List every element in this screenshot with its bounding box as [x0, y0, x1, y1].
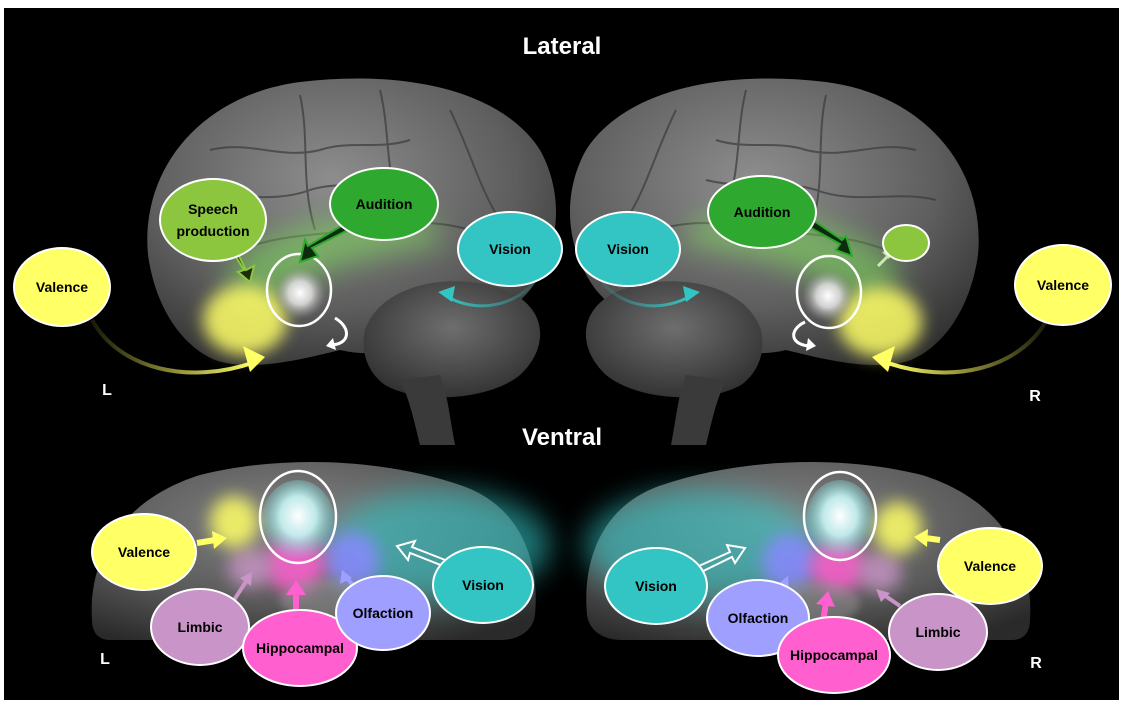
- brain-diagram: Valence Speech production Audition Visio…: [4, 8, 1119, 700]
- lateral-right-vision-label: Vision: [607, 241, 649, 257]
- ventral-left-vision-label: Vision: [462, 577, 504, 593]
- lateral-left-speech-node: Speech production: [160, 179, 266, 261]
- ventral-left-limbic-label: Limbic: [177, 619, 222, 635]
- lateral-left-speech-label-line1: Speech: [188, 201, 238, 217]
- lateral-left-speech-ellipse: [160, 179, 266, 261]
- ventral-left-hippocampal-label: Hippocampal: [256, 640, 344, 656]
- ventral-heading: Ventral: [522, 424, 602, 451]
- ventral-left-white-glow: [262, 480, 334, 560]
- ventral-right-hippocampal-node: Hippocampal: [778, 617, 890, 693]
- lateral-left-white-glow: [274, 267, 326, 319]
- lateral-right-speech-node: [883, 225, 929, 261]
- ventral-left-limbic-node: Limbic: [151, 589, 249, 665]
- ventral-right-yellow-glow: [874, 502, 922, 554]
- lateral-right-audition-node: Audition: [708, 176, 816, 248]
- lateral-left-side-letter: L: [102, 382, 112, 399]
- lateral-left-speech-label-line2: production: [176, 223, 249, 239]
- lateral-right-side-letter: R: [1029, 388, 1041, 405]
- lateral-left-audition-label: Audition: [356, 196, 413, 212]
- lateral-right-audition-label: Audition: [734, 204, 791, 220]
- ventral-left-valence-label: Valence: [118, 544, 170, 560]
- ventral-left-olfaction-label: Olfaction: [353, 605, 414, 621]
- ventral-right-limbic-label: Limbic: [915, 624, 960, 640]
- ventral-left-side-letter: L: [100, 651, 110, 668]
- ventral-right-lilac-glow: [858, 552, 902, 592]
- figure-frame: Valence Speech production Audition Visio…: [4, 8, 1119, 700]
- ventral-left-valence-arrow: [197, 540, 215, 543]
- lateral-left-audition-node: Audition: [330, 168, 438, 240]
- lateral-right-cerebellum: [586, 281, 763, 397]
- ventral-left-valence-node: Valence: [92, 514, 196, 590]
- ventral-right-vision-label: Vision: [635, 578, 677, 594]
- lateral-left-vision-node: Vision: [458, 212, 562, 286]
- lateral-heading: Lateral: [523, 33, 602, 60]
- lateral-right-valence-node: Valence: [1015, 245, 1111, 325]
- lateral-left-valence-label: Valence: [36, 279, 88, 295]
- lateral-right-white-glow: [802, 270, 854, 322]
- ventral-right-hippocampal-label: Hippocampal: [790, 647, 878, 663]
- lateral-left-valence-node: Valence: [14, 248, 110, 326]
- ventral-right-valence-node: Valence: [938, 528, 1042, 604]
- ventral-right-vision-node: Vision: [605, 548, 707, 624]
- ventral-right-side-letter: R: [1030, 655, 1042, 672]
- lateral-right-vision-node: Vision: [576, 212, 680, 286]
- ventral-right-limbic-node: Limbic: [889, 594, 987, 670]
- ventral-left-olfaction-node: Olfaction: [336, 576, 430, 650]
- ventral-left-vision-node: Vision: [433, 547, 533, 623]
- ventral-right-valence-label: Valence: [964, 558, 1016, 574]
- lateral-right-valence-label: Valence: [1037, 277, 1089, 293]
- ventral-right-olfaction-label: Olfaction: [728, 610, 789, 626]
- lateral-left-vision-label: Vision: [489, 241, 531, 257]
